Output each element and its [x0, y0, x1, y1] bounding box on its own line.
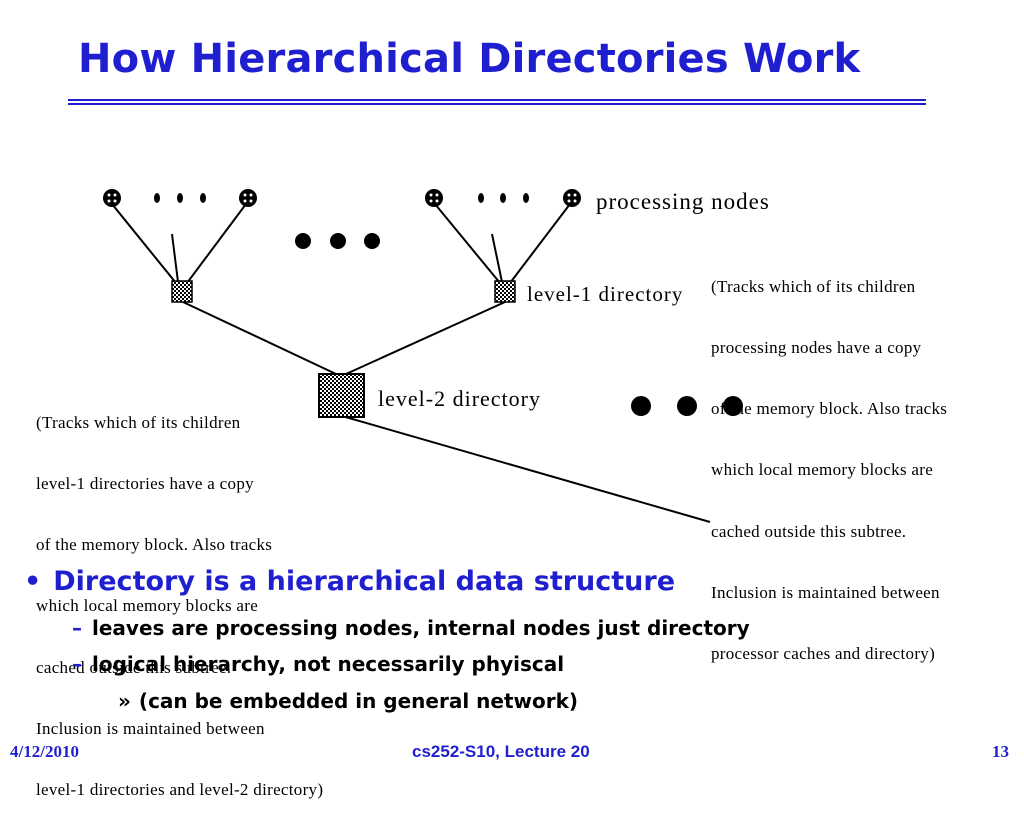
bullet-sub-2: –logical hierarchy, not necessarily phyi… — [72, 652, 564, 676]
footer-date: 4/12/2010 — [10, 742, 79, 761]
ellipsis-small-left — [154, 193, 206, 203]
raquo-icon: » — [118, 689, 131, 713]
bullet-sub-2-text: logical hierarchy, not necessarily phyis… — [92, 652, 565, 676]
edge-node-left-b — [171, 233, 179, 283]
level1-directory-note: (Tracks which of its children processing… — [711, 236, 947, 685]
edge-l2-to-parent — [341, 415, 711, 523]
footer-course: cs252-S10, Lecture 20 — [412, 742, 590, 761]
processing-node-group-right — [425, 189, 581, 207]
bullet-sub-1: –leaves are processing nodes, internal n… — [72, 616, 750, 640]
level1-directory-left — [171, 280, 193, 303]
bullet-sub-1-text: leaves are processing nodes, internal no… — [92, 616, 750, 640]
bullet-main: • Directory is a hierarchical data struct… — [24, 566, 675, 597]
note-line: Inclusion is maintained between — [711, 582, 940, 602]
note-line: of the memory block. Also tracks — [36, 535, 273, 555]
edge-node-right-b — [491, 233, 503, 283]
ellipsis-large-middle — [295, 233, 380, 249]
note-line: (Tracks which of its children — [711, 276, 916, 296]
level2-directory — [318, 373, 365, 418]
note-line: of the memory block. Also tracks — [711, 399, 948, 419]
edge-l1-right-to-l2 — [345, 301, 506, 375]
edge-node-right-a — [434, 203, 501, 284]
note-line: cached outside this subtree. — [711, 521, 907, 541]
edge-node-left-a — [111, 203, 177, 284]
note-line: level-1 directories and level-2 director… — [36, 780, 324, 800]
processing-node — [425, 189, 443, 207]
hierarchy-diagram: processing nodes level-1 directory level… — [103, 189, 770, 523]
processing-node — [563, 189, 581, 207]
ellipsis-large-right — [631, 396, 743, 416]
edge-l1-left-to-l2 — [182, 301, 337, 375]
level1-directory-label: level-1 directory — [527, 282, 683, 306]
bullet-subsub-1: » (can be embedded in general network) — [118, 689, 578, 713]
processing-node — [239, 189, 257, 207]
title-rule-top — [68, 99, 926, 101]
note-line: which local memory blocks are — [711, 460, 934, 480]
edge-node-right-c — [509, 203, 571, 284]
tree-edges — [111, 203, 711, 523]
processing-nodes-label: processing nodes — [596, 189, 770, 214]
level2-directory-label: level-2 directory — [378, 386, 541, 411]
ellipsis-small-right — [478, 193, 529, 203]
slide-title: How Hierarchical Directories Work — [78, 36, 861, 82]
note-line: level-1 directories have a copy — [36, 474, 254, 494]
processing-node-group-left — [103, 189, 257, 207]
note-line: (Tracks which of its children — [36, 412, 241, 432]
dash-icon: – — [72, 652, 82, 676]
bullet-dot-icon: • — [24, 566, 42, 597]
title-rule-bottom — [68, 103, 926, 105]
processing-node — [103, 189, 121, 207]
bullet-subsub-1-text: (can be embedded in general network) — [138, 689, 579, 713]
level1-directory-right — [494, 280, 516, 303]
footer-page-number: 13 — [992, 742, 1009, 761]
note-line: processing nodes have a copy — [711, 338, 922, 358]
edge-node-left-c — [186, 203, 247, 284]
note-line: Inclusion is maintained between — [36, 718, 265, 738]
dash-icon: – — [72, 616, 82, 640]
note-line: processor caches and directory) — [711, 644, 936, 664]
note-line: which local memory blocks are — [36, 596, 259, 616]
bullet-main-text: Directory is a hierarchical data structu… — [53, 566, 676, 597]
note-line: cached outside this subtree. — [36, 657, 232, 677]
